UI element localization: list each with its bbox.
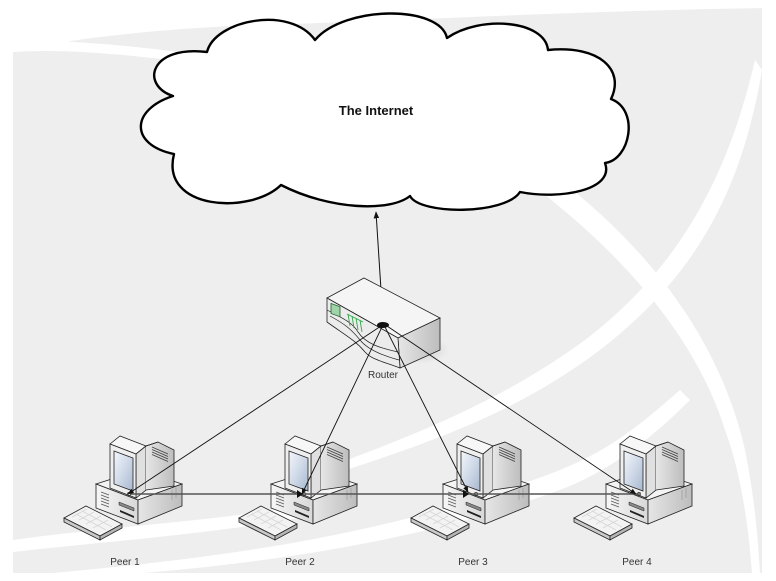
cloud-shape xyxy=(139,12,630,211)
peer-label: Peer 2 xyxy=(285,557,315,568)
internet-cloud[interactable]: The Internet xyxy=(139,12,630,211)
router-label: Router xyxy=(368,370,399,381)
peer-links xyxy=(127,325,640,498)
peer-label: Peer 4 xyxy=(622,557,652,568)
router[interactable]: Router xyxy=(326,277,450,381)
peer-4[interactable]: Peer 4 xyxy=(573,435,693,568)
peer-1[interactable]: Peer 1 xyxy=(63,435,183,568)
peer-2[interactable]: Peer 2 xyxy=(238,435,358,568)
router-peer3-link[interactable] xyxy=(384,326,469,493)
peer-3[interactable]: Peer 3 xyxy=(410,435,530,568)
router-ports xyxy=(346,313,364,333)
router-peer1-link[interactable] xyxy=(127,325,382,495)
internet-label: The Internet xyxy=(339,103,414,118)
router-status-led xyxy=(330,302,341,318)
peer-label: Peer 1 xyxy=(110,557,140,568)
router-peer4-link[interactable] xyxy=(386,325,637,495)
peer-label: Peer 3 xyxy=(458,557,488,568)
router-peer2-link[interactable] xyxy=(301,326,383,495)
